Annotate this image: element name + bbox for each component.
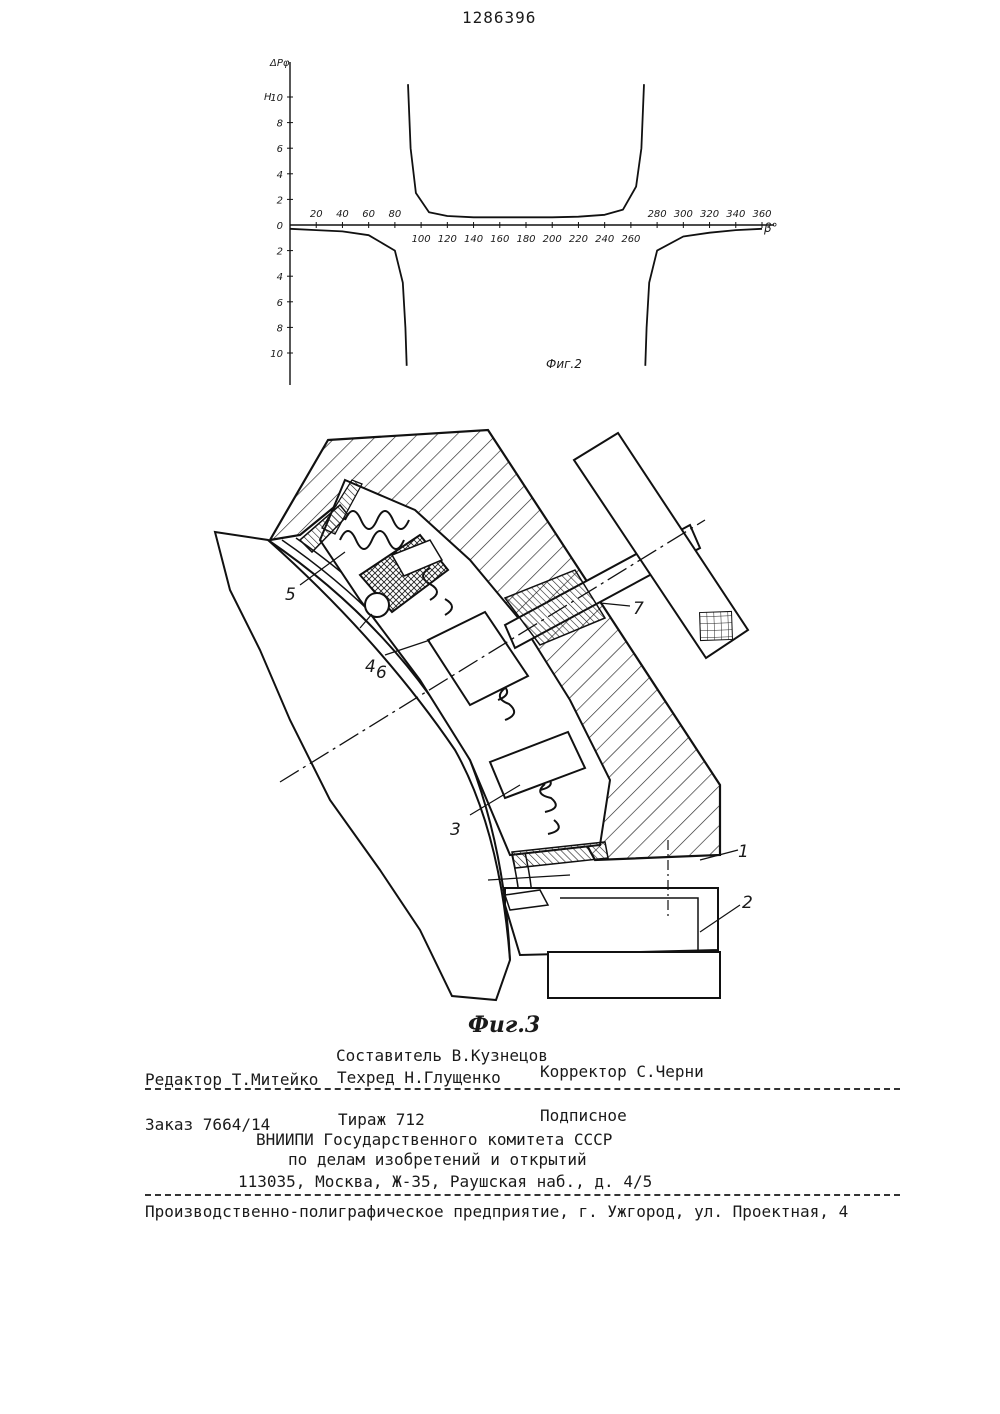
fig3-drawing: 1 2 3 4 5 6 7 — [0, 0, 1000, 1010]
editor: Редактор Т.Митейко — [145, 1070, 318, 1089]
composer: Составитель В.Кузнецов — [336, 1046, 548, 1065]
divider-bottom — [145, 1194, 900, 1196]
techred: Техред Н.Глущенко — [337, 1068, 501, 1087]
subscription: Подписное — [540, 1106, 627, 1125]
corrector: Корректор С.Черни — [540, 1062, 704, 1081]
org-line-1: ВНИИПИ Государственного комитета СССР — [256, 1130, 612, 1149]
label-3: 3 — [450, 820, 461, 840]
org-line-2: по делам изобретений и открытий — [288, 1150, 587, 1169]
label-4: 4 — [365, 657, 376, 677]
ball-element — [365, 593, 389, 617]
divider-top — [145, 1088, 900, 1090]
label-6: 6 — [376, 663, 387, 683]
fig3-caption: Фиг.3 — [468, 1012, 540, 1038]
order: Заказ 7664/14 — [145, 1115, 270, 1134]
label-5: 5 — [285, 585, 296, 605]
label-2: 2 — [742, 893, 753, 913]
address: 113035, Москва, Ж-35, Раушская наб., д. … — [238, 1172, 652, 1191]
label-7: 7 — [633, 599, 644, 619]
printer: Производственно-полиграфическое предприя… — [145, 1202, 848, 1221]
circulation: Тираж 712 — [338, 1110, 425, 1129]
label-1: 1 — [738, 842, 749, 862]
